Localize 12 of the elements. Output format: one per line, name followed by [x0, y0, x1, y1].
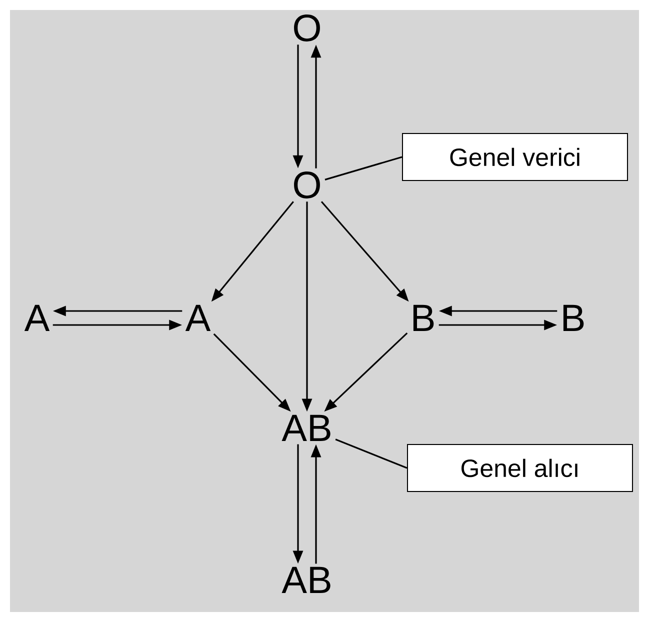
blood-type-label: O — [294, 14, 320, 42]
blood-type-label: B — [563, 304, 584, 332]
blood-type-label: AB — [282, 566, 330, 594]
blood-type-label: O — [294, 172, 320, 198]
leader-line — [335, 438, 408, 469]
label-box: Genel alıcı — [407, 444, 633, 492]
blood-type-label: B — [413, 304, 434, 332]
label-box: Genel verici — [402, 133, 628, 181]
blood-type-label: A — [24, 304, 50, 332]
blood-type-label: A — [185, 304, 211, 332]
blood-type-label: AB — [282, 414, 330, 442]
leader-line — [324, 156, 402, 180]
